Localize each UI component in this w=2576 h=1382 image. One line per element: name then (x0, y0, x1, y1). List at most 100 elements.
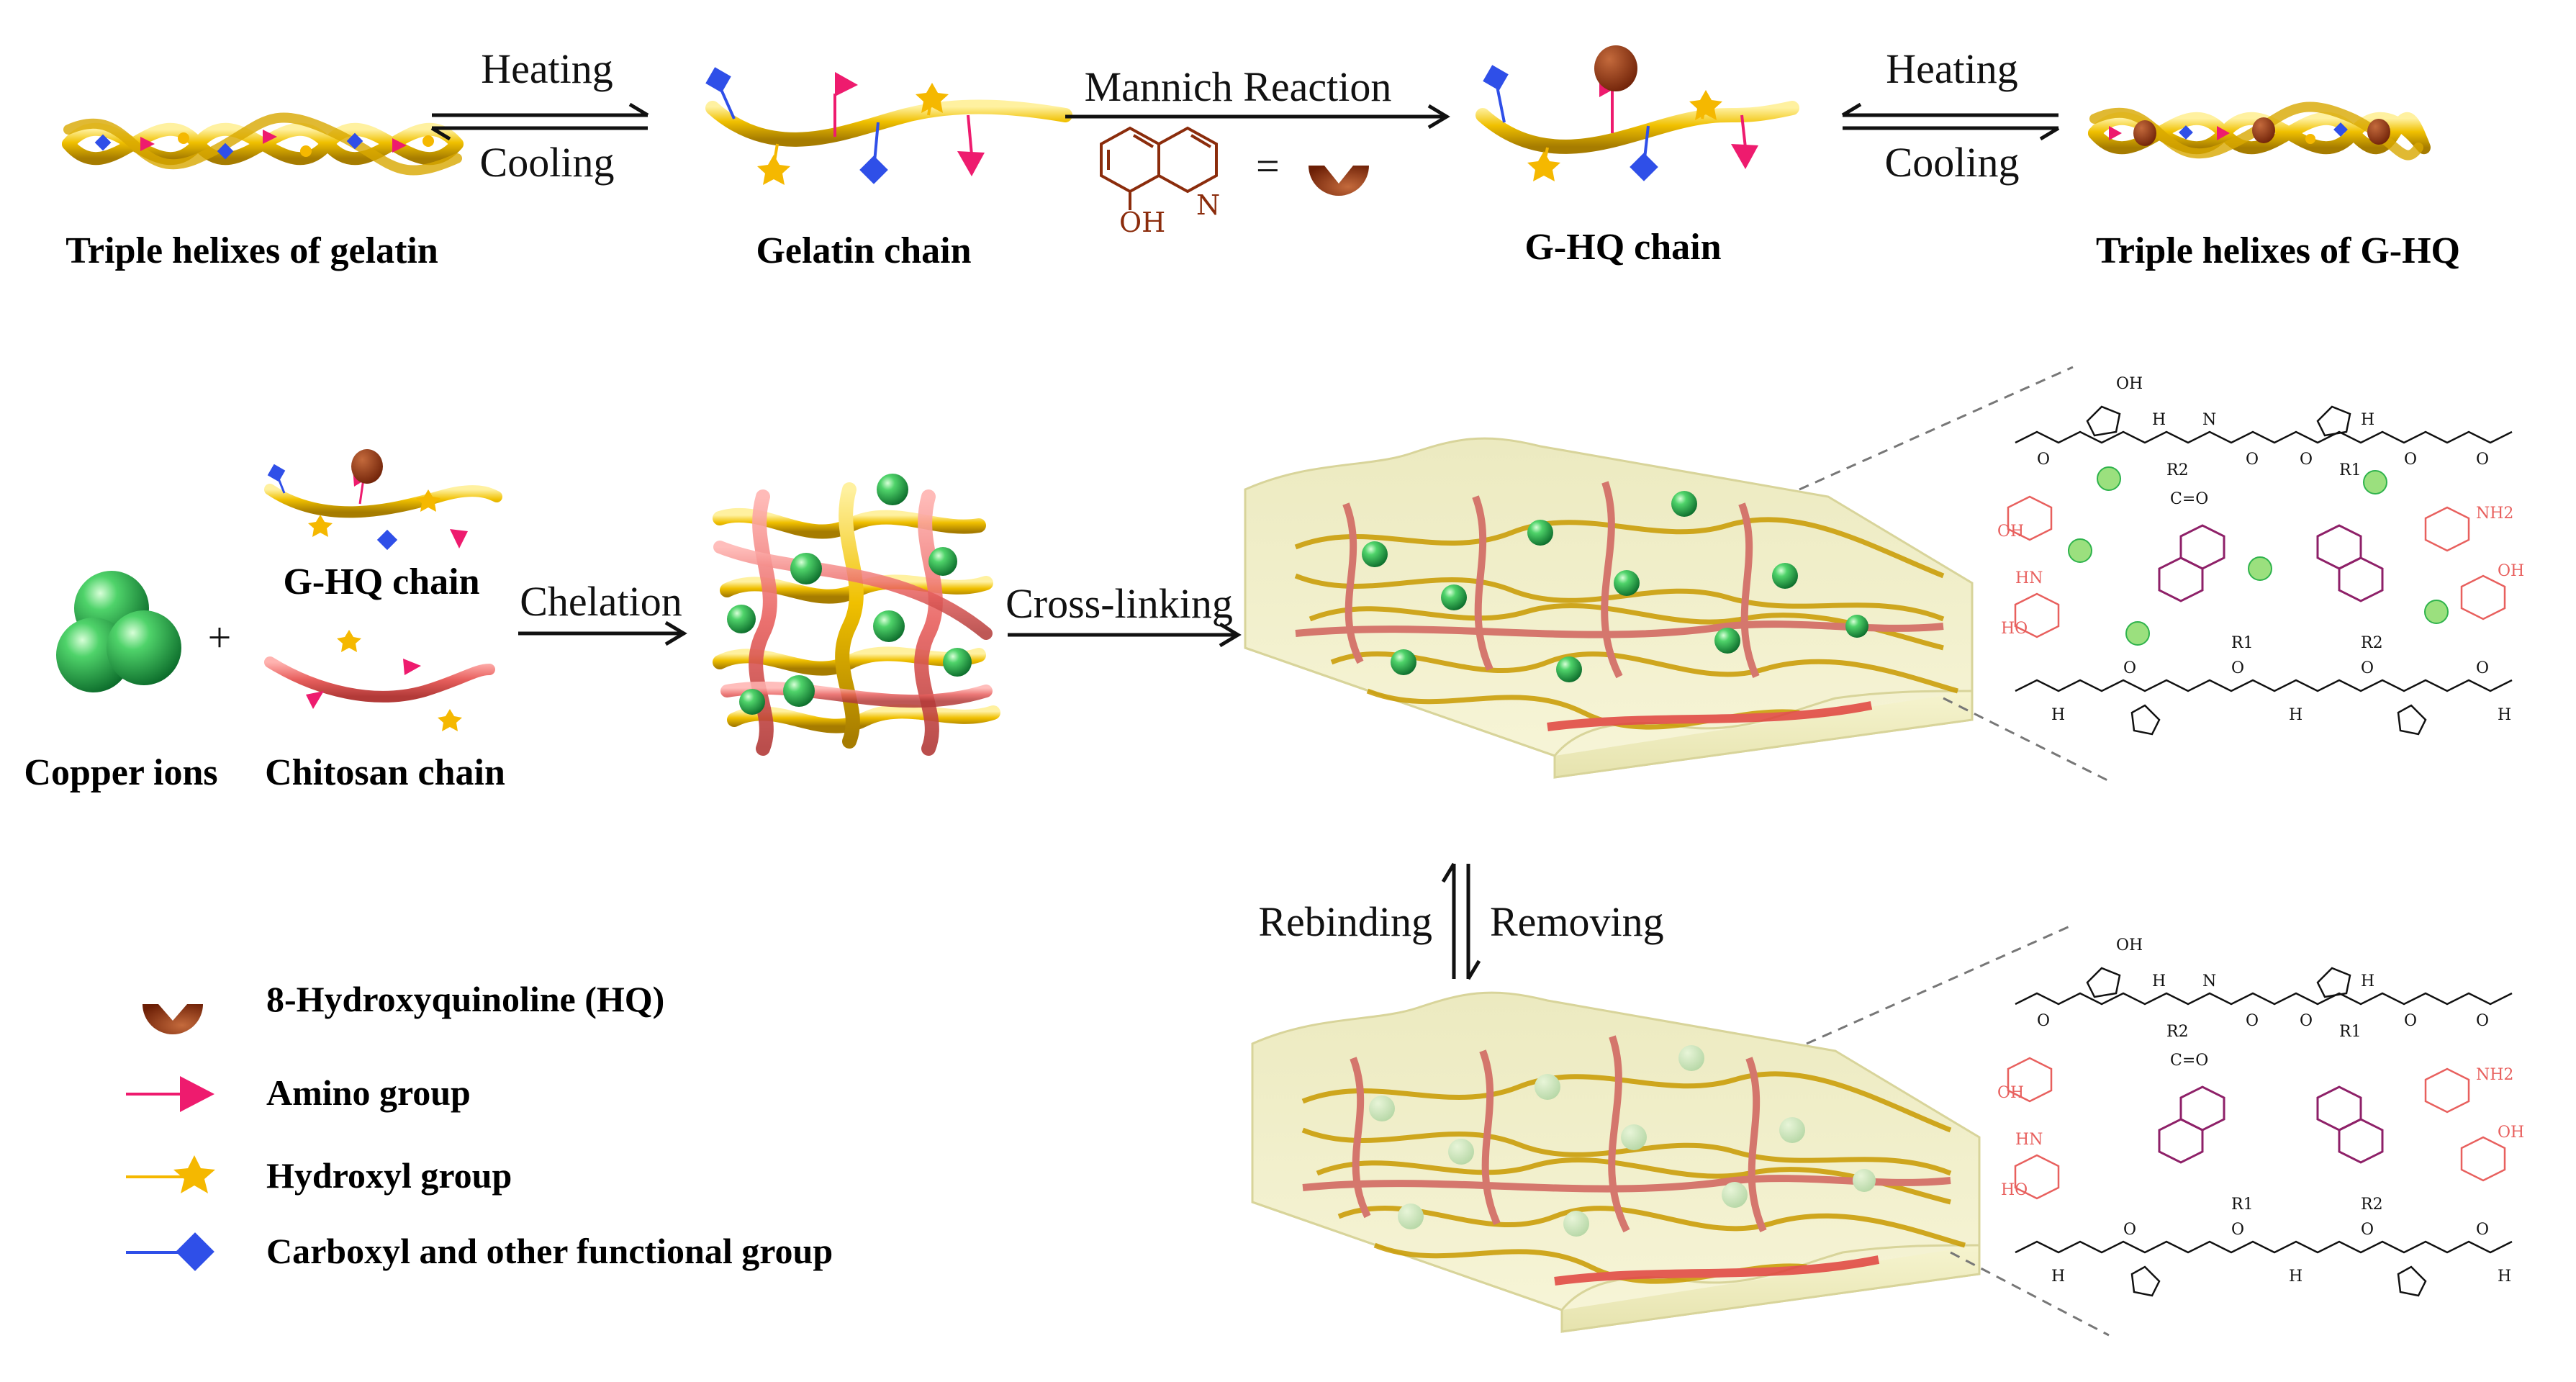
label-mannich-reaction: Mannich Reaction (1085, 63, 1392, 110)
svg-text:O: O (2246, 451, 2259, 469)
svg-text:O: O (2037, 451, 2050, 469)
ghq-triple-helix (2088, 101, 2431, 161)
svg-text:H: H (2289, 1268, 2302, 1286)
ghq-chain (1475, 45, 1799, 181)
svg-text:H: H (2152, 411, 2166, 429)
svg-text:OH: OH (2498, 1124, 2524, 1142)
plus-sign: + (208, 614, 232, 661)
reversible-arrow-1 (430, 102, 649, 141)
svg-text:O: O (2123, 659, 2136, 677)
label-chelation: Chelation (520, 578, 682, 625)
svg-text:HN: HN (2015, 569, 2043, 587)
legend: 8-Hydroxyquinoline (HQ) Amino group Hydr… (126, 979, 833, 1271)
svg-text:O: O (2037, 1012, 2050, 1030)
svg-text:OH: OH (2498, 562, 2524, 580)
svg-text:R1: R1 (2339, 461, 2362, 479)
label-heating-2: Heating (1886, 45, 2018, 92)
legend-item-hydroxyl: Hydroxyl group (126, 1155, 512, 1196)
svg-text:O: O (2476, 1012, 2489, 1030)
zoom-line-bottom-2 (1950, 1251, 2110, 1337)
svg-text:O: O (2404, 451, 2417, 469)
zoom-line-top-1 (1799, 366, 2074, 491)
label-removing: Removing (1490, 898, 1664, 945)
svg-text:OH: OH (2116, 936, 2143, 954)
legend-item-amino: Amino group (126, 1072, 471, 1113)
svg-text:NH2: NH2 (2476, 1066, 2513, 1084)
label-heating-1: Heating (481, 45, 613, 92)
legend-label-hq: 8-Hydroxyquinoline (HQ) (266, 979, 664, 1019)
caption-triple-helix-gelatin: Triple helixes of gelatin (65, 230, 438, 271)
caption-chitosan-chain: Chitosan chain (265, 752, 505, 793)
svg-text:OH: OH (1997, 1084, 2024, 1102)
svg-text:H: H (2498, 706, 2511, 724)
mannich-arrow (1065, 104, 1450, 130)
svg-text:H: H (2289, 706, 2302, 724)
svg-text:R2: R2 (2166, 461, 2189, 479)
caption-triple-helix-ghq: Triple helixes of G-HQ (2096, 230, 2460, 271)
label-cross-linking: Cross-linking (1005, 580, 1233, 627)
svg-text:O: O (2476, 1221, 2489, 1239)
svg-text:O: O (2231, 1221, 2244, 1239)
equals-sign: = (1256, 143, 1280, 189)
crosslinking-arrow (1008, 622, 1242, 648)
svg-text:O: O (2231, 659, 2244, 677)
hydrogel-block-copper-removed (1251, 991, 1981, 1333)
svg-text:N: N (2202, 411, 2216, 429)
legend-item-hq: 8-Hydroxyquinoline (HQ) (143, 979, 664, 1034)
svg-text:H: H (2051, 1268, 2065, 1286)
hq-pacman-icon (1309, 166, 1369, 196)
svg-text:H: H (2152, 972, 2166, 990)
svg-text:OH: OH (1997, 523, 2024, 541)
svg-text:O: O (2300, 1012, 2313, 1030)
svg-text:O: O (2476, 659, 2489, 677)
legend-label-amino: Amino group (266, 1072, 471, 1113)
svg-text:H: H (2361, 411, 2374, 429)
legend-item-carboxyl: Carboxyl and other functional group (126, 1231, 833, 1271)
zoom-line-top-2 (1806, 923, 2074, 1045)
svg-text:O: O (2361, 1221, 2374, 1239)
svg-text:R1: R1 (2339, 1023, 2362, 1041)
caption-copper-ions: Copper ions (24, 752, 217, 793)
svg-text:C=O: C=O (2170, 490, 2208, 508)
caption-ghq-chain: G-HQ chain (1524, 227, 1721, 268)
gelatin-chain (705, 67, 1072, 185)
hydrogel-block-with-copper (1244, 437, 1974, 779)
legend-label-hydroxyl: Hydroxyl group (266, 1155, 512, 1196)
svg-text:O: O (2361, 659, 2374, 677)
reversible-arrow-2 (1841, 102, 2060, 141)
ghq-chain-small (264, 449, 502, 551)
label-cooling-1: Cooling (480, 139, 615, 186)
copper-ions-cluster (56, 571, 181, 692)
hq-n-label: N (1196, 189, 1220, 221)
hq-structure (1100, 126, 1218, 210)
label-cooling-2: Cooling (1885, 139, 2020, 186)
svg-text:O: O (2246, 1012, 2259, 1030)
chelation-arrow (518, 620, 687, 646)
legend-label-carboxyl: Carboxyl and other functional group (266, 1231, 833, 1271)
svg-text:H: H (2051, 706, 2065, 724)
svg-text:R2: R2 (2361, 1196, 2383, 1214)
caption-gelatin-chain: Gelatin chain (756, 230, 971, 271)
chemical-structure-with-copper: OH O H N O O H O O R1 R2 C=O OH HN HO NH… (1997, 375, 2524, 736)
svg-text:HO: HO (2001, 620, 2028, 638)
zoom-line-bottom-1 (1943, 697, 2110, 782)
hq-pacman-icon (143, 1004, 203, 1034)
amino-triangle-icon (180, 1076, 214, 1112)
svg-text:HN: HN (2015, 1131, 2043, 1149)
svg-text:HO: HO (2001, 1181, 2028, 1199)
carboxyl-diamond-icon (176, 1232, 214, 1271)
svg-text:C=O: C=O (2170, 1052, 2208, 1070)
label-rebinding: Rebinding (1258, 898, 1432, 945)
svg-text:OH: OH (2116, 375, 2143, 393)
svg-text:O: O (2476, 451, 2489, 469)
svg-text:O: O (2123, 1221, 2136, 1239)
svg-text:R2: R2 (2361, 634, 2383, 652)
chelated-network (713, 474, 1000, 756)
svg-text:O: O (2404, 1012, 2417, 1030)
svg-text:N: N (2202, 972, 2216, 990)
svg-text:R1: R1 (2231, 634, 2254, 652)
svg-text:NH2: NH2 (2476, 505, 2513, 523)
hq-oh-label: OH (1119, 207, 1165, 238)
svg-text:H: H (2361, 972, 2374, 990)
